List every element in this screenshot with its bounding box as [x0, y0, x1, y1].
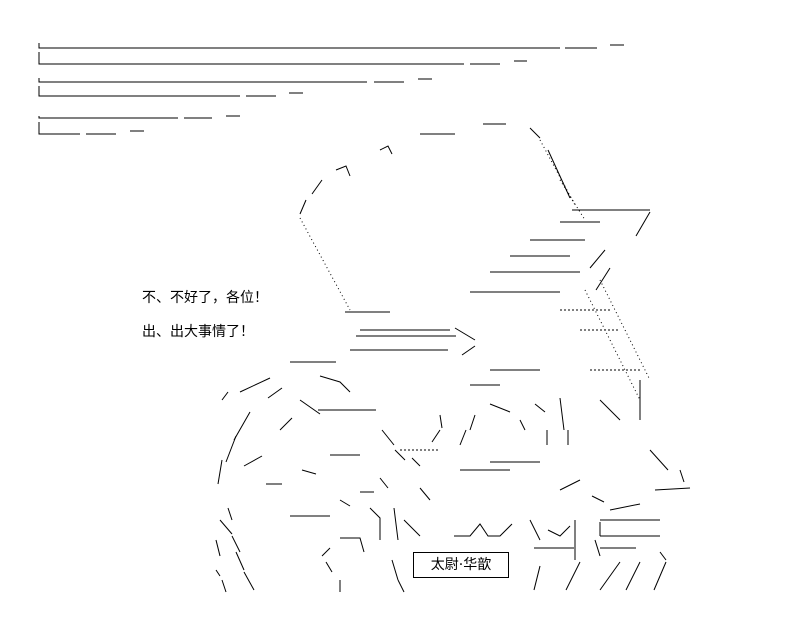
dialogue-line-1: 不、不好了，各位！ [142, 290, 268, 306]
dotted-strands [299, 139, 651, 401]
body-lines [215, 391, 691, 593]
hat-outline [299, 123, 651, 293]
face-lines [239, 311, 641, 471]
ascii-marks [400, 291, 640, 451]
character-nameplate: 太尉·华歆 [413, 552, 509, 578]
title-rule-lines [38, 43, 624, 135]
dialogue-line-2: 出、出大事情了！ [142, 324, 254, 340]
